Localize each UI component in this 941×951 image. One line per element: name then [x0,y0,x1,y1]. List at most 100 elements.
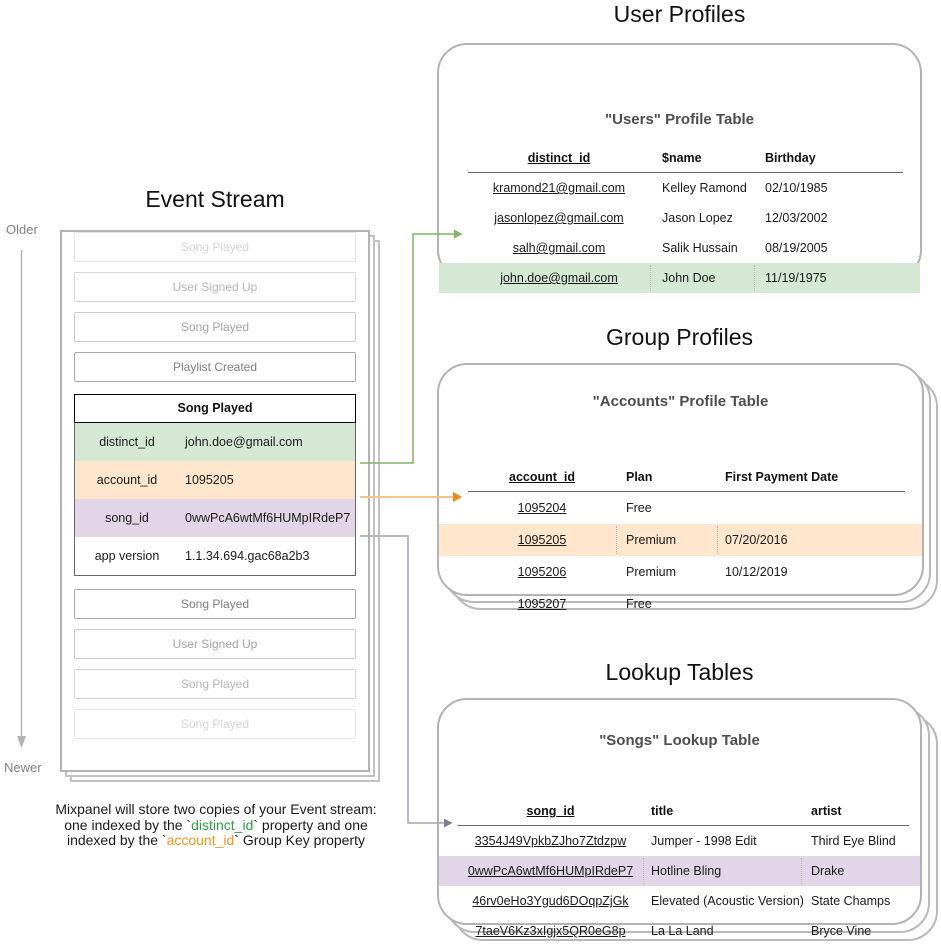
accounts-table-title: "Accounts" Profile Table [592,393,769,410]
event-box-label: User Signed Up [172,280,258,294]
song-id-cell: 7taeV6Kz3xIgjx5QR0eG8p [475,924,626,938]
newer-label: Newer [4,760,42,775]
event-box: Playlist Created [74,352,356,382]
event-box: User Signed Up [74,272,356,302]
song-title-cell: Hotline Bling [651,864,722,878]
table-row: 7taeV6Kz3xIgjx5QR0eG8p La La Land Bryce … [439,916,920,946]
plan-cell: Free [626,501,652,515]
songs-table-rows: 3354J49VpkbZJho7Ztdzpw Jumper - 1998 Edi… [439,826,920,946]
column-header: account_id [509,470,575,484]
artist-cell: State Champs [811,894,891,908]
distinct-id-cell: john.doe@gmail.com [500,271,618,285]
birthday-cell: 12/03/2002 [765,211,828,225]
property-key: app version [94,549,160,563]
group-profiles-title: Group Profiles [605,324,753,350]
first-payment-cell: 10/12/2019 [725,565,788,579]
birthday-cell: 02/10/1985 [765,181,828,195]
table-row: 3354J49VpkbZJho7Ztdzpw Jumper - 1998 Edi… [439,826,920,856]
event-box-label: User Signed Up [172,637,258,651]
birthday-cell: 08/19/2005 [765,241,828,255]
property-key: song_id [105,511,149,525]
column-header: distinct_id [527,151,591,165]
event-property-row: song_id 0wwPcA6wtMf6HUMpIRdeP7 [75,499,355,537]
name-cell: John Doe [662,271,716,285]
distinct-id-cell: kramond21@gmail.com [492,181,626,195]
distinct-id-cell: jasonlopez@gmail.com [494,211,624,225]
table-row: john.doe@gmail.com John Doe 11/19/1975 [439,263,920,293]
users-table-header: distinct_id $name Birthday [439,143,920,173]
name-cell: Kelley Ramond [662,181,747,195]
event-box-label: Song Played [180,717,250,731]
song-id-cell: 46rv0eHo3Ygud6DOqpZjGk [472,894,629,908]
event-box: Song Played [74,232,356,262]
header-separator [468,491,905,492]
event-property-row: account_id 1095205 [75,461,355,499]
event-property-row: app version 1.1.34.694.gac68a2b3 [75,537,355,575]
event-box: Song Played [74,709,356,739]
event-stream-title: Event Stream [145,186,285,212]
first-payment-cell: 07/20/2016 [725,533,788,547]
header-separator [468,172,903,173]
expanded-event: Song Played distinct_id john.doe@gmail.c… [74,394,356,576]
property-key: account_id [96,473,158,487]
property-value: 0wwPcA6wtMf6HUMpIRdeP7 [185,511,351,525]
songs-table-title: "Songs" Lookup Table [599,732,760,749]
table-row: 1095206 Premium 10/12/2019 [439,556,922,588]
event-box-label: Song Played [180,597,250,611]
caption-line: one indexed by the `distinct_id` propert… [64,816,368,833]
distinct-id-cell: salh@gmail.com [512,241,606,255]
name-cell: Salik Hussain [662,241,738,255]
song-title-cell: Elevated (Acoustic Version) [651,894,804,908]
older-label: Older [6,222,38,237]
table-row: 46rv0eHo3Ygud6DOqpZjGk Elevated (Acousti… [439,886,920,916]
song-id-cell: 3354J49VpkbZJho7Ztdzpw [474,834,627,848]
header-separator [458,825,909,826]
event-box: User Signed Up [74,629,356,659]
event-box: Song Played [74,312,356,342]
property-key: distinct_id [99,435,155,449]
property-value: john.doe@gmail.com [185,435,303,449]
accounts-profile-card: "Accounts" Profile Table account_id Plan… [437,363,924,611]
plan-cell: Premium [626,565,677,579]
event-box: Song Played [74,589,356,619]
user-profiles-title: User Profiles [613,1,746,27]
artist-cell: Drake [811,864,845,878]
plan-cell: Premium [626,533,677,547]
expanded-event-rows: distinct_id john.doe@gmail.com account_i… [74,423,356,576]
users-table-title: "Users" Profile Table [605,111,754,128]
accounts-table-rows: 1095204 Free 1095205 Premium 07/20/2016 … [439,492,922,620]
expanded-event-title: Song Played [74,394,356,423]
column-header: $name [662,151,702,165]
table-row: 1095204 Free [439,492,922,524]
plan-cell: Free [626,597,652,611]
table-row: kramond21@gmail.com Kelley Ramond 02/10/… [439,173,920,203]
account-id-cell: 1095204 [517,501,567,515]
users-table-rows: kramond21@gmail.com Kelley Ramond 02/10/… [439,173,920,293]
table-row: salh@gmail.com Salik Hussain 08/19/2005 [439,233,920,263]
lookup-tables-title: Lookup Tables [605,659,754,685]
column-header: First Payment Date [725,470,839,484]
column-header: title [651,804,674,818]
event-box: Song Played [74,669,356,699]
table-row: 1095207 Free [439,588,922,620]
users-profile-card: "Users" Profile Table distinct_id $name … [437,43,922,293]
event-box-label: Song Played [180,320,250,334]
event-box-label: Song Played [180,677,250,691]
artist-cell: Third Eye Blind [811,834,896,848]
event-property-row: distinct_id john.doe@gmail.com [75,423,355,461]
distinct-id-code: distinct_id [191,816,254,833]
songs-table-header: song_id title artist [439,796,920,826]
table-row: 0wwPcA6wtMf6HUMpIRdeP7 Hotline Bling Dra… [439,856,920,886]
table-row: jasonlopez@gmail.com Jason Lopez 12/03/2… [439,203,920,233]
timeline-arrowhead-icon [17,736,26,748]
name-cell: Jason Lopez [662,211,733,225]
column-header: song_id [526,804,575,818]
column-header: Birthday [765,151,816,165]
caption-line: Mixpanel will store two copies of your E… [55,801,377,817]
column-header: artist [811,804,842,818]
birthday-cell: 11/19/1975 [765,271,827,285]
